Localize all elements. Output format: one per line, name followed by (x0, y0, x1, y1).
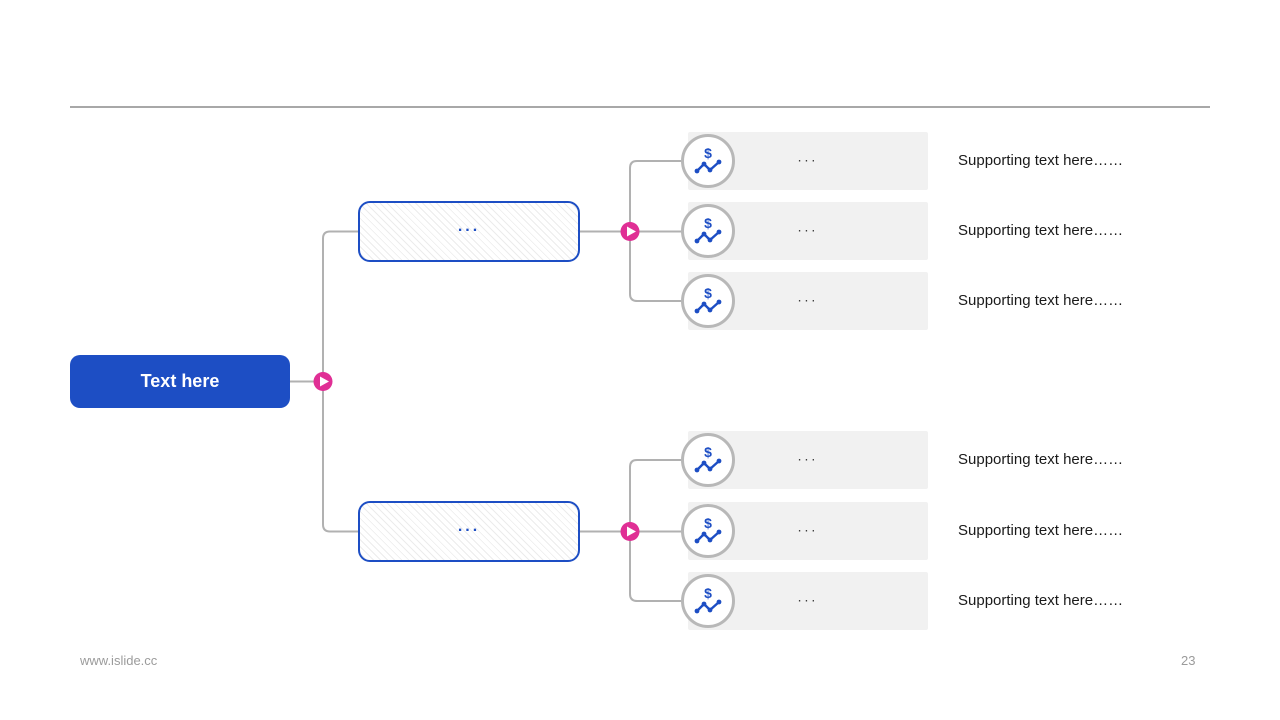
leaf-icon-circle: $ (681, 433, 735, 487)
dollar-trend-icon: $ (694, 444, 722, 473)
support-text: Supporting text here…… (958, 451, 1124, 468)
leaf-box-label: ... (797, 588, 819, 605)
support-text: Supporting text here…… (958, 292, 1124, 309)
leaf-box-label: ... (797, 288, 819, 305)
branch-node-2: ... (358, 501, 580, 562)
leaf-icon-circle: $ (681, 274, 735, 328)
leaf-icon-circle: $ (681, 134, 735, 188)
dollar-trend-icon: $ (694, 215, 722, 244)
svg-text:$: $ (704, 145, 712, 161)
support-text: Supporting text here…… (958, 592, 1124, 609)
dollar-trend-icon: $ (694, 285, 722, 314)
leaf-box-label: ... (797, 518, 819, 535)
svg-text:$: $ (704, 444, 712, 460)
branch-node-1: ... (358, 201, 580, 262)
branch-node-1-label: ... (457, 217, 481, 235)
svg-text:$: $ (704, 285, 712, 301)
support-text: Supporting text here…… (958, 522, 1124, 539)
support-text: Supporting text here…… (958, 222, 1124, 239)
play-icon (620, 222, 640, 241)
root-node: Text here (70, 355, 290, 408)
play-icon (620, 522, 640, 541)
dollar-trend-icon: $ (694, 145, 722, 174)
support-text: Supporting text here…… (958, 152, 1124, 169)
dollar-trend-icon: $ (694, 515, 722, 544)
leaf-box-label: ... (797, 447, 819, 464)
leaf-icon-circle: $ (681, 574, 735, 628)
leaf-box-label: ... (797, 148, 819, 165)
leaf-box-label: ... (797, 218, 819, 235)
root-node-label: Text here (140, 371, 220, 391)
svg-text:$: $ (704, 515, 712, 531)
footer-url-link[interactable]: www.islide.cc (80, 653, 158, 668)
play-icon (313, 372, 333, 391)
leaf-icon-circle: $ (681, 504, 735, 558)
svg-text:$: $ (704, 585, 712, 601)
dollar-trend-icon: $ (694, 585, 722, 614)
svg-text:$: $ (704, 215, 712, 231)
header-divider (70, 106, 1210, 108)
leaf-icon-circle: $ (681, 204, 735, 258)
page-number: 23 (1181, 653, 1196, 668)
branch-node-2-label: ... (457, 517, 481, 535)
